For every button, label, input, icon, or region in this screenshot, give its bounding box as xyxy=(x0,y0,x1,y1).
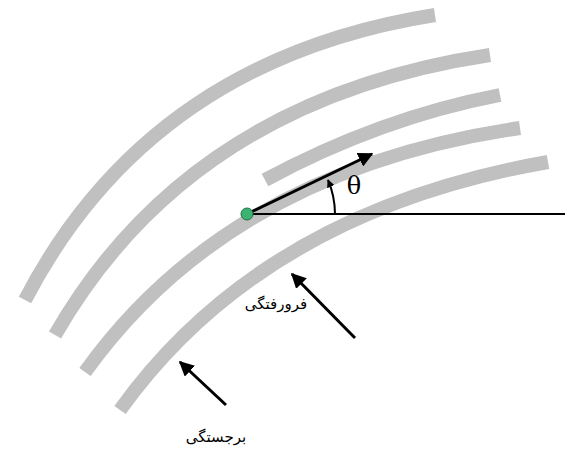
valley-label: فرورفتگی xyxy=(245,295,307,313)
angle-symbol: θ xyxy=(347,172,361,201)
reference-line xyxy=(247,213,565,215)
center-dot xyxy=(241,208,253,220)
ridge-bands xyxy=(25,15,548,410)
ridge-label: برجستگی xyxy=(186,428,246,446)
direction-arrow xyxy=(247,154,372,214)
angle-arc xyxy=(328,180,335,214)
leader-arrow xyxy=(180,362,226,405)
